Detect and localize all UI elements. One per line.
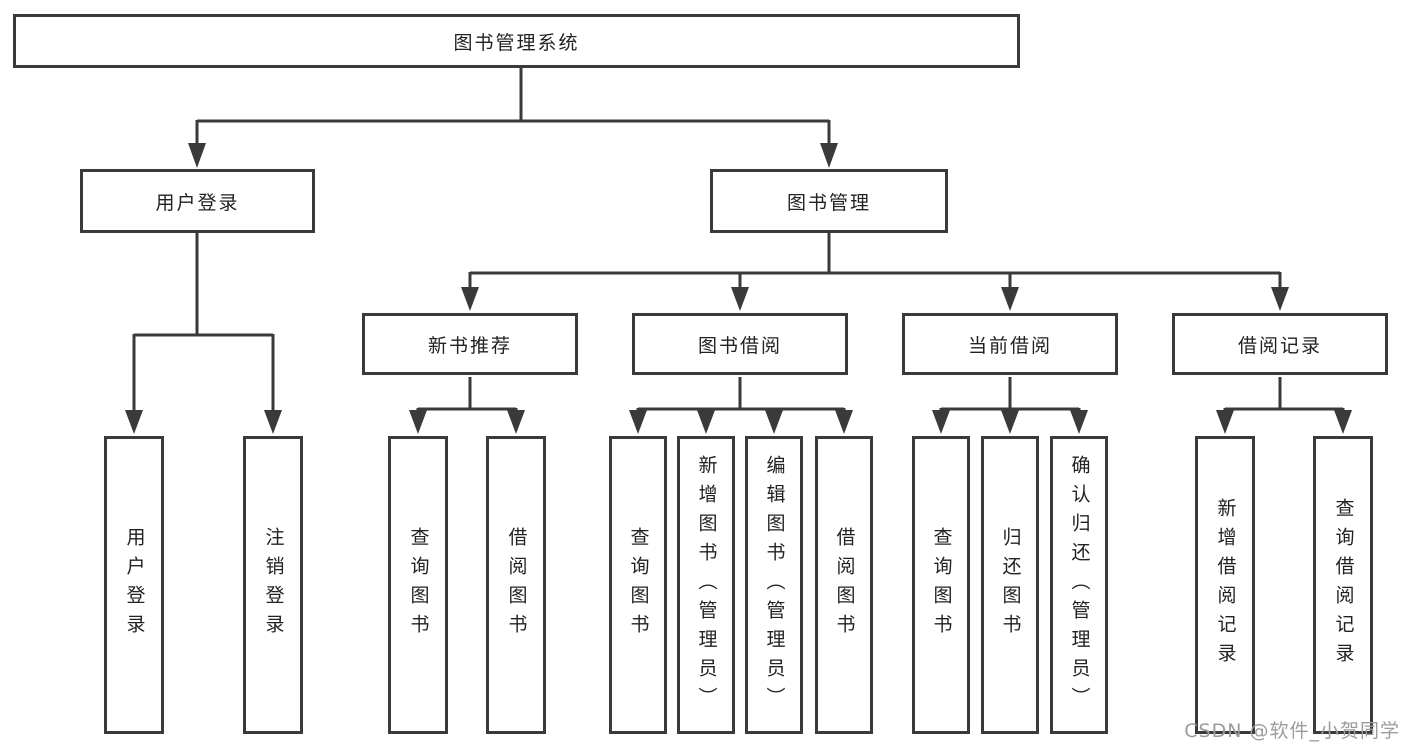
leaf-query-books-recommend: 查询图书 xyxy=(388,436,448,734)
leaf-label: 新增借阅记录 xyxy=(1214,498,1237,672)
leaf-label: 用户登录 xyxy=(123,527,146,643)
leaf-label: 归还图书 xyxy=(999,527,1022,643)
leaf-user-login: 用户登录 xyxy=(104,436,164,734)
leaf-query-books-current: 查询图书 xyxy=(912,436,970,734)
leaf-label: 查询图书 xyxy=(627,527,650,643)
leaf-label: 新增图书（管理员） xyxy=(695,454,718,716)
leaf-query-borrow-record: 查询借阅记录 xyxy=(1313,436,1373,734)
leaf-borrow-books: 借阅图书 xyxy=(815,436,873,734)
leaf-add-borrow-record: 新增借阅记录 xyxy=(1195,436,1255,734)
node-root: 图书管理系统 xyxy=(13,14,1020,68)
leaf-label: 查询借阅记录 xyxy=(1332,498,1355,672)
leaf-label: 查询图书 xyxy=(930,527,953,643)
node-book-management: 图书管理 xyxy=(710,169,948,233)
node-book-borrow: 图书借阅 xyxy=(632,313,848,375)
leaf-query-books-borrow: 查询图书 xyxy=(609,436,667,734)
leaf-label: 借阅图书 xyxy=(505,527,528,643)
csdn-watermark: CSDN @软件_小贺同学 xyxy=(1184,720,1400,742)
node-borrow-records: 借阅记录 xyxy=(1172,313,1388,375)
leaf-confirm-return-admin: 确认归还（管理员） xyxy=(1050,436,1108,734)
leaf-label: 借阅图书 xyxy=(833,527,856,643)
node-current-borrow: 当前借阅 xyxy=(902,313,1118,375)
leaf-logout-login: 注销登录 xyxy=(243,436,303,734)
node-user-login: 用户登录 xyxy=(80,169,315,233)
leaf-label: 查询图书 xyxy=(407,527,430,643)
node-new-book-recommend: 新书推荐 xyxy=(362,313,578,375)
leaf-add-book-admin: 新增图书（管理员） xyxy=(677,436,735,734)
leaf-return-book: 归还图书 xyxy=(981,436,1039,734)
leaf-label: 编辑图书（管理员） xyxy=(763,454,786,716)
leaf-label: 注销登录 xyxy=(262,527,285,643)
leaf-edit-book-admin: 编辑图书（管理员） xyxy=(745,436,803,734)
leaf-borrow-books-recommend: 借阅图书 xyxy=(486,436,546,734)
leaf-label: 确认归还（管理员） xyxy=(1068,454,1091,716)
